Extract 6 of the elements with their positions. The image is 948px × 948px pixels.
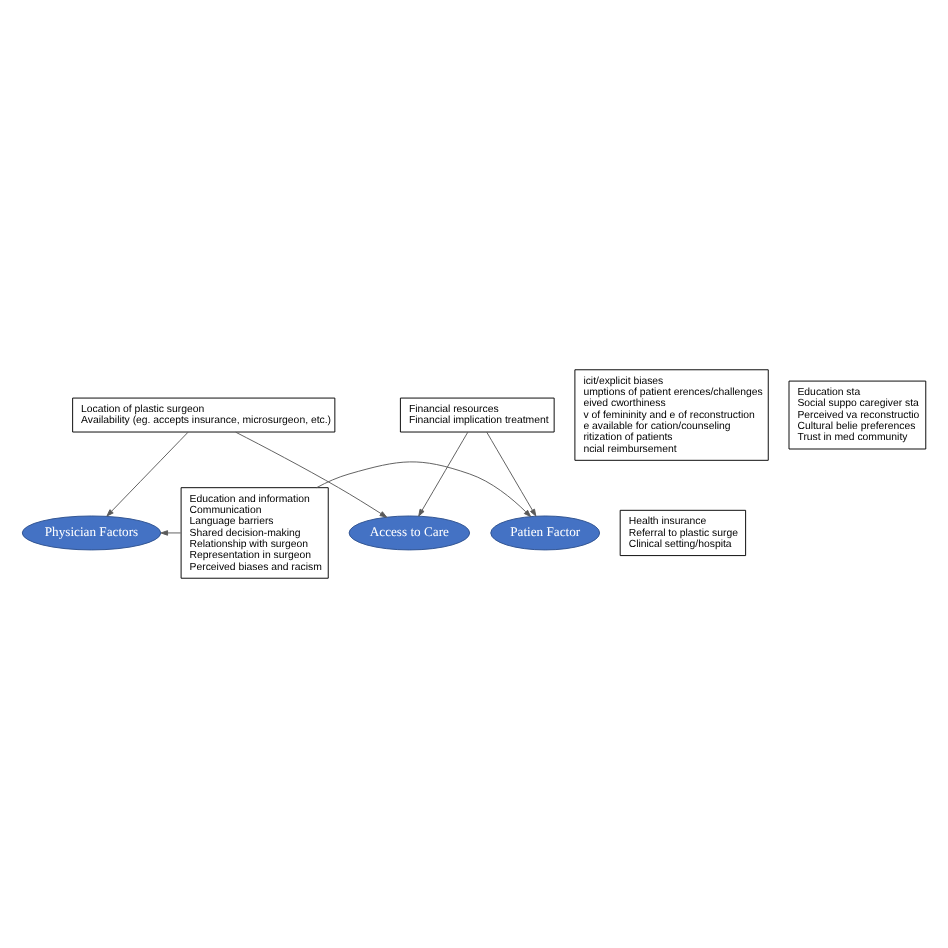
arrow [106, 431, 189, 517]
arrow [235, 431, 388, 518]
arrow [418, 431, 469, 517]
arrow [486, 431, 537, 517]
arrow [316, 461, 532, 518]
arrow [160, 530, 182, 536]
